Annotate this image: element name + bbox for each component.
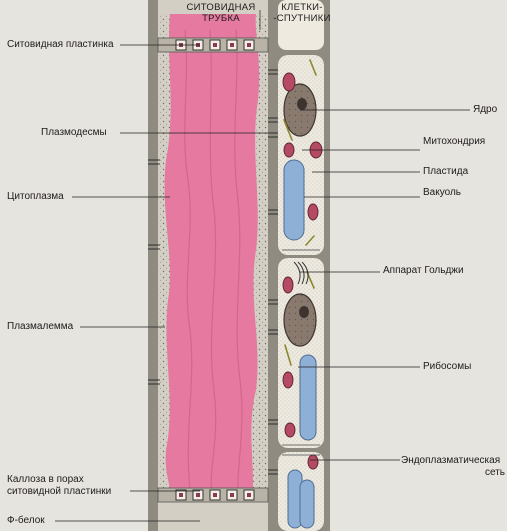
label-vacuole: Вакуоль bbox=[422, 187, 462, 198]
sieve-tube-header-line1: СИТОВИДНАЯ bbox=[186, 2, 256, 13]
companion-header-line2: -СПУТНИКИ bbox=[273, 13, 331, 24]
vacuole-4 bbox=[299, 479, 315, 529]
left-wall-pit-1 bbox=[148, 159, 160, 165]
label-ribosomes: Рибосомы bbox=[422, 361, 473, 372]
nucleolus-2 bbox=[299, 306, 309, 318]
label-er-line1: Эндоплазматическая bbox=[400, 455, 502, 466]
sieve-tube-cytoplasm-dots-right bbox=[251, 14, 268, 500]
mitochondria bbox=[282, 72, 323, 470]
endoplasmic-reticulum bbox=[282, 249, 320, 456]
label-callose-line1: Каллоза в порах bbox=[6, 474, 85, 485]
sieve-tube bbox=[158, 0, 268, 531]
sieve-plate-2 bbox=[157, 487, 269, 503]
sieve-tube-header-line2: ТРУБКА bbox=[202, 13, 240, 24]
leader-lines bbox=[55, 10, 470, 522]
vacuoles bbox=[283, 159, 317, 529]
companion-cell-top bbox=[278, 0, 324, 50]
label-f-protein: Ф-белок bbox=[6, 515, 46, 526]
sieve-tube-header: СИТОВИДНАЯ ТРУБКА bbox=[178, 2, 264, 24]
companion-header-line1: КЛЕТКИ- bbox=[281, 2, 323, 13]
label-plastid: Пластида bbox=[422, 166, 470, 177]
nucleolus-1 bbox=[297, 98, 307, 110]
left-wall-pit-3 bbox=[148, 379, 160, 385]
label-er-line2: сеть bbox=[484, 467, 507, 478]
sieve-tube-cytoplasm-dots bbox=[158, 14, 172, 500]
label-plasmodesmata: Плазмодесмы bbox=[40, 127, 108, 138]
label-sieve-plate: Ситовидная пластинка bbox=[6, 39, 115, 50]
label-cytoplasm: Цитоплазма bbox=[6, 191, 65, 202]
vacuole-2 bbox=[299, 354, 317, 441]
label-mitochondria: Митохондрия bbox=[422, 136, 487, 147]
left-wall-pit-2 bbox=[148, 244, 160, 250]
label-nucleus: Ядро bbox=[472, 104, 499, 115]
vacuole-1 bbox=[283, 159, 305, 241]
label-golgi: Аппарат Гольджи bbox=[382, 265, 465, 276]
label-callose-line2: ситовидной пластинки bbox=[6, 486, 113, 497]
label-plasmalemma: Плазмалемма bbox=[6, 321, 75, 332]
companion-cells-header: КЛЕТКИ- -СПУТНИКИ bbox=[262, 2, 342, 24]
sieve-tube-lumen bbox=[164, 14, 260, 500]
